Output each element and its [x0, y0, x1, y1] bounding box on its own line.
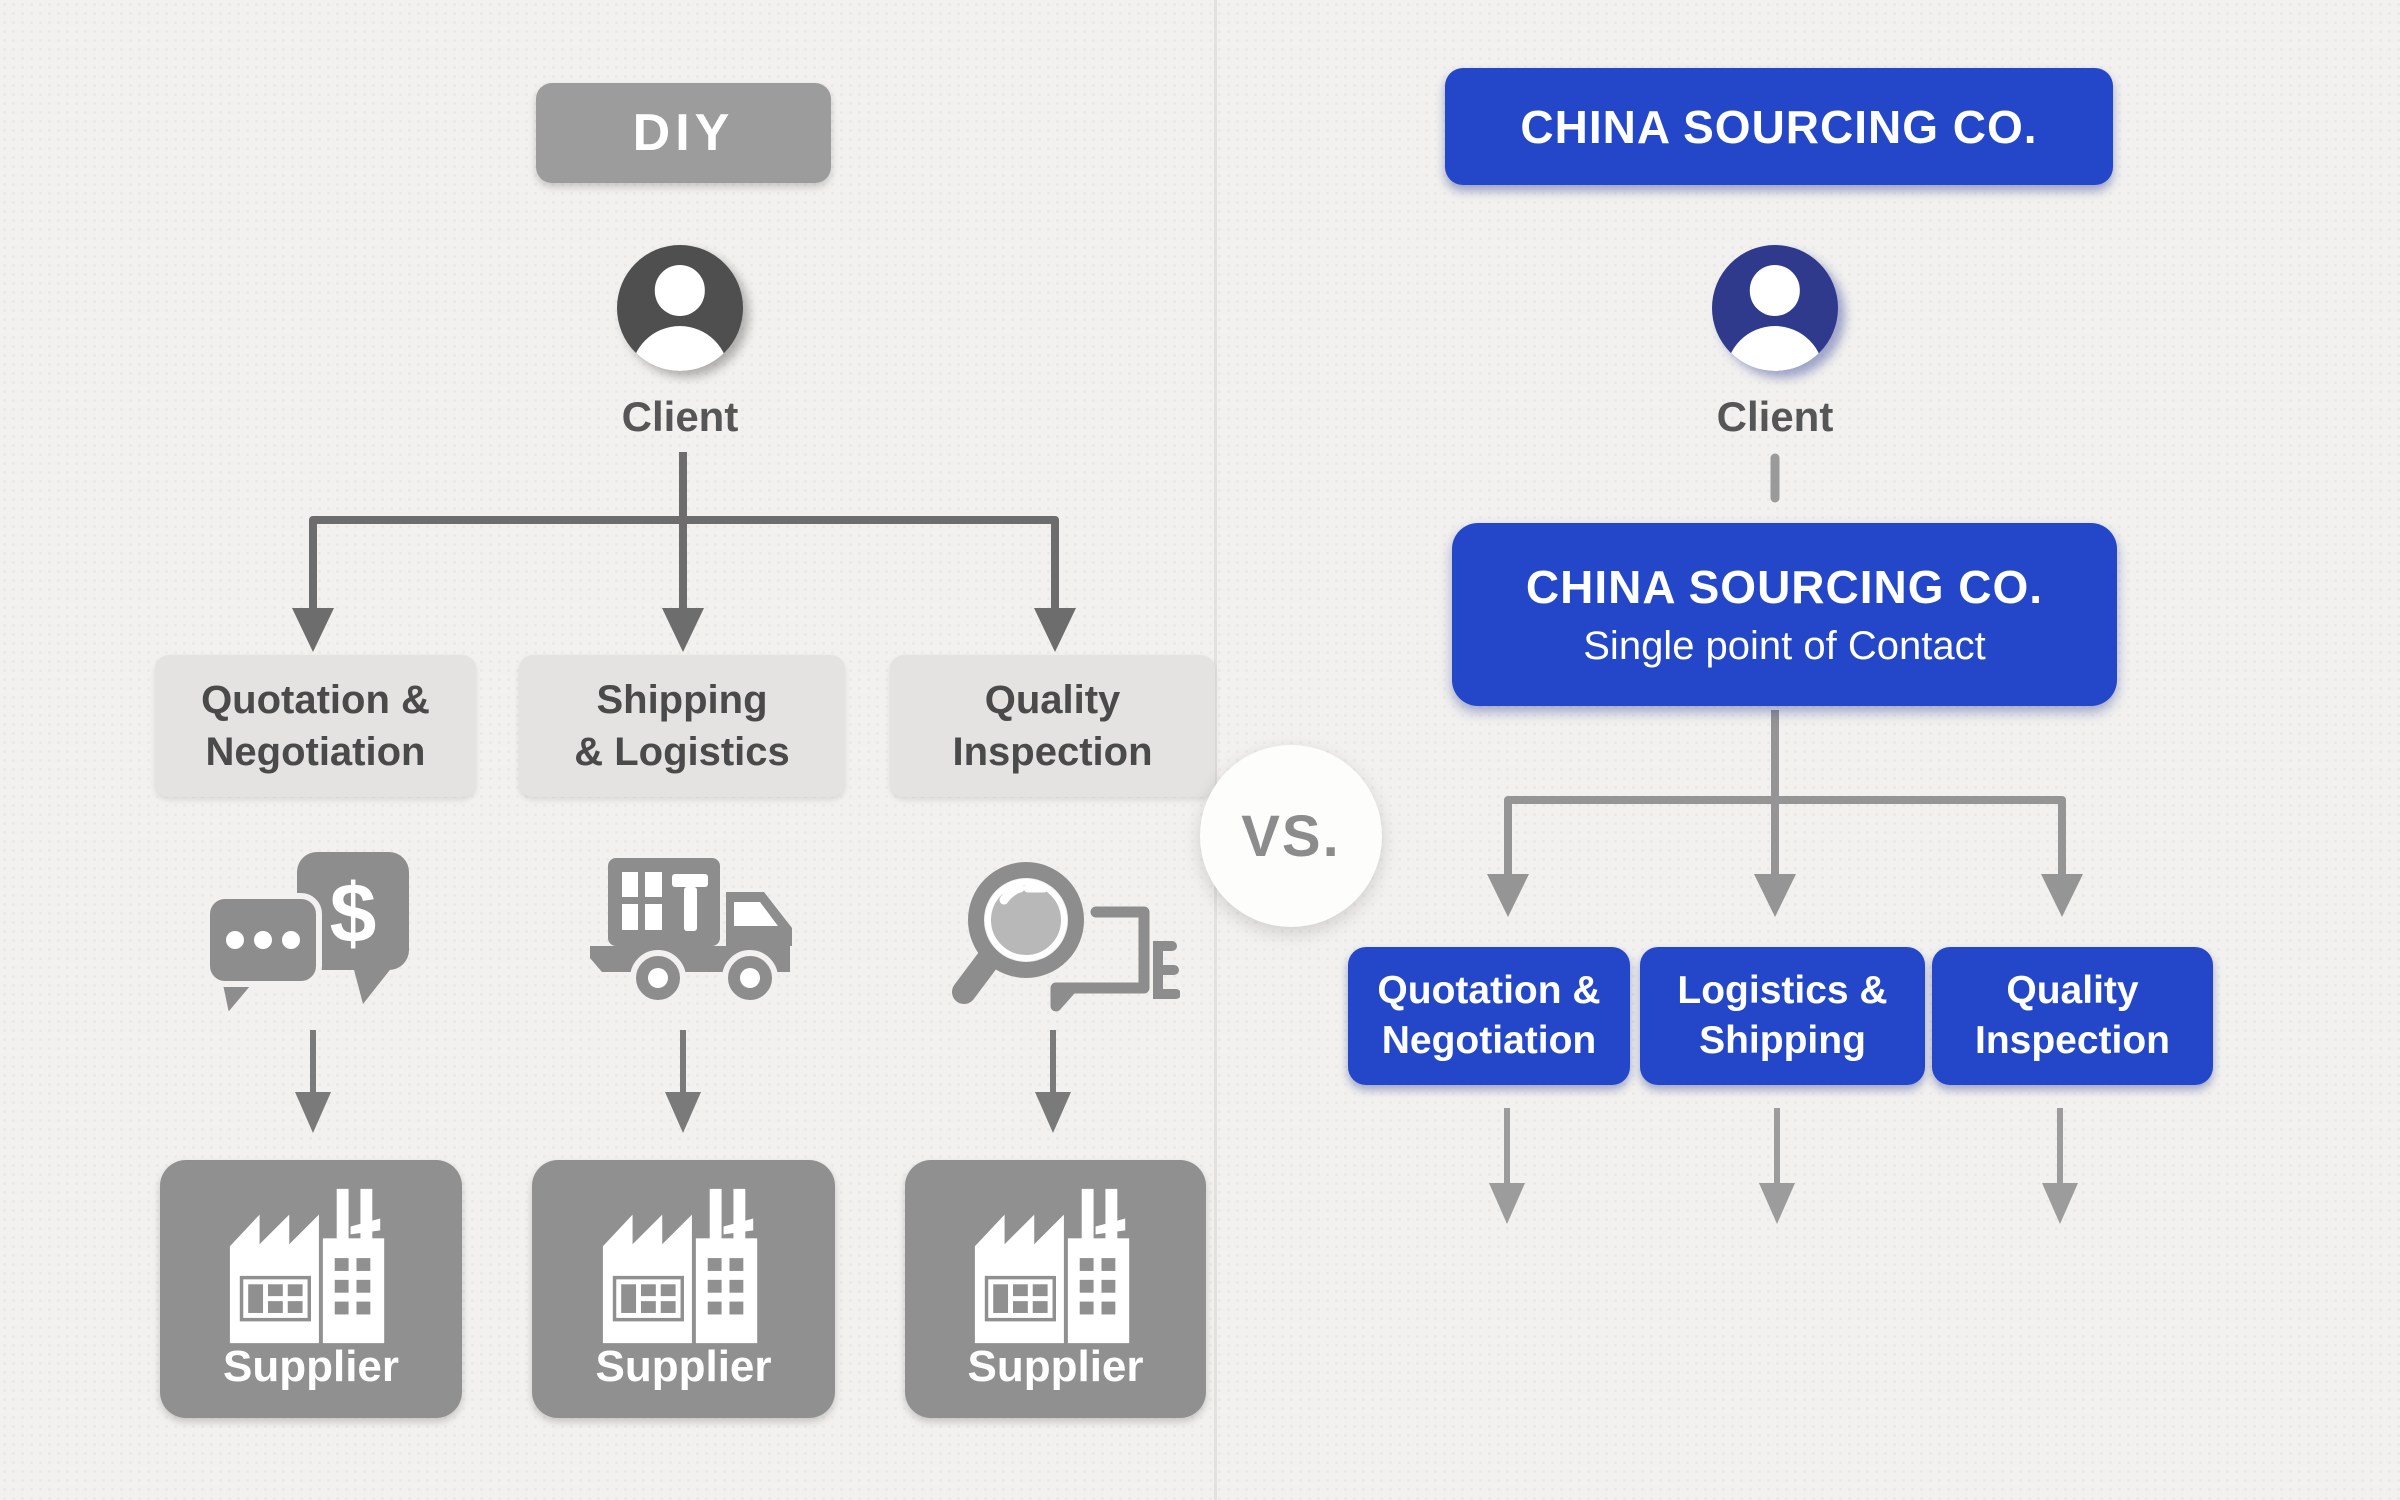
- company-title: CHINA SOURCING CO.: [1525, 561, 2044, 613]
- service-logistics-shipping: Logistics & Shipping: [1640, 947, 1925, 1085]
- supplier-card: Supplier: [160, 1160, 462, 1418]
- left-supplier-arrowheads: [295, 1092, 1071, 1133]
- diy-step-quotation-negotiation: Quotation & Negotiation: [155, 655, 476, 797]
- quality-inspection-magnifier-icon: [952, 862, 1180, 1012]
- step-label-line2: Negotiation: [205, 730, 426, 774]
- factory-icon: [974, 1188, 1129, 1344]
- service-quotation-negotiation: Quotation & Negotiation: [1348, 947, 1630, 1085]
- right-bottom-arrowheads: [1489, 1183, 2078, 1224]
- china-sourcing-header-badge: CHINA SOURCING CO.: [1445, 68, 2113, 185]
- client-label: Client: [1716, 393, 1834, 440]
- supplier-label: Supplier: [222, 1342, 400, 1391]
- step-label-line1: Quotation &: [201, 678, 430, 722]
- supplier-label: Supplier: [967, 1342, 1144, 1391]
- diy-step-shipping-logistics: Shipping & Logistics: [519, 655, 845, 797]
- divider-line: [1214, 0, 1217, 1500]
- service-label-line2: Inspection: [1974, 1019, 2171, 1062]
- vs-badge: VS.: [1200, 745, 1382, 927]
- left-tree-arrowheads: [292, 608, 1076, 652]
- step-label-line2: Inspection: [952, 730, 1153, 774]
- right-tree-connector: [1504, 710, 2066, 877]
- right-bottom-arrows: [1504, 1108, 2063, 1186]
- step-label-line2: & Logistics: [574, 730, 790, 774]
- single-point-of-contact-box: CHINA SOURCING CO. Single point of Conta…: [1452, 523, 2117, 706]
- step-label-line1: Shipping: [596, 678, 768, 722]
- client-label: Client: [621, 393, 739, 440]
- negotiation-chat-dollar-icon: $: [205, 852, 409, 1020]
- shipping-truck-icon: [590, 858, 792, 1006]
- client-avatar: [617, 245, 743, 371]
- diy-badge: DIY: [536, 83, 831, 183]
- service-quality-inspection: Quality Inspection: [1932, 947, 2213, 1085]
- left-supplier-arrows: [310, 1030, 1056, 1095]
- service-label-line2: Negotiation: [1381, 1019, 1597, 1062]
- company-subtitle: Single point of Contact: [1583, 624, 1986, 668]
- step-label-line1: Quality: [984, 678, 1121, 722]
- supplier-label: Supplier: [595, 1342, 772, 1391]
- svg-text:$: $: [330, 866, 377, 960]
- service-label-line1: Quotation &: [1377, 969, 1601, 1012]
- diy-step-quality-inspection: Quality Inspection: [890, 655, 1215, 797]
- supplier-card: Supplier: [532, 1160, 835, 1418]
- service-label-line1: Logistics &: [1677, 969, 1888, 1012]
- left-tree-connector: [309, 452, 1059, 612]
- factory-icon: [229, 1188, 385, 1344]
- supplier-card: Supplier: [905, 1160, 1206, 1418]
- client-avatar: [1712, 245, 1838, 371]
- right-tree-arrowheads: [1487, 874, 2083, 917]
- service-label-line1: Quality: [2006, 969, 2139, 1012]
- factory-icon: [602, 1188, 757, 1344]
- service-label-line2: Shipping: [1699, 1019, 1866, 1062]
